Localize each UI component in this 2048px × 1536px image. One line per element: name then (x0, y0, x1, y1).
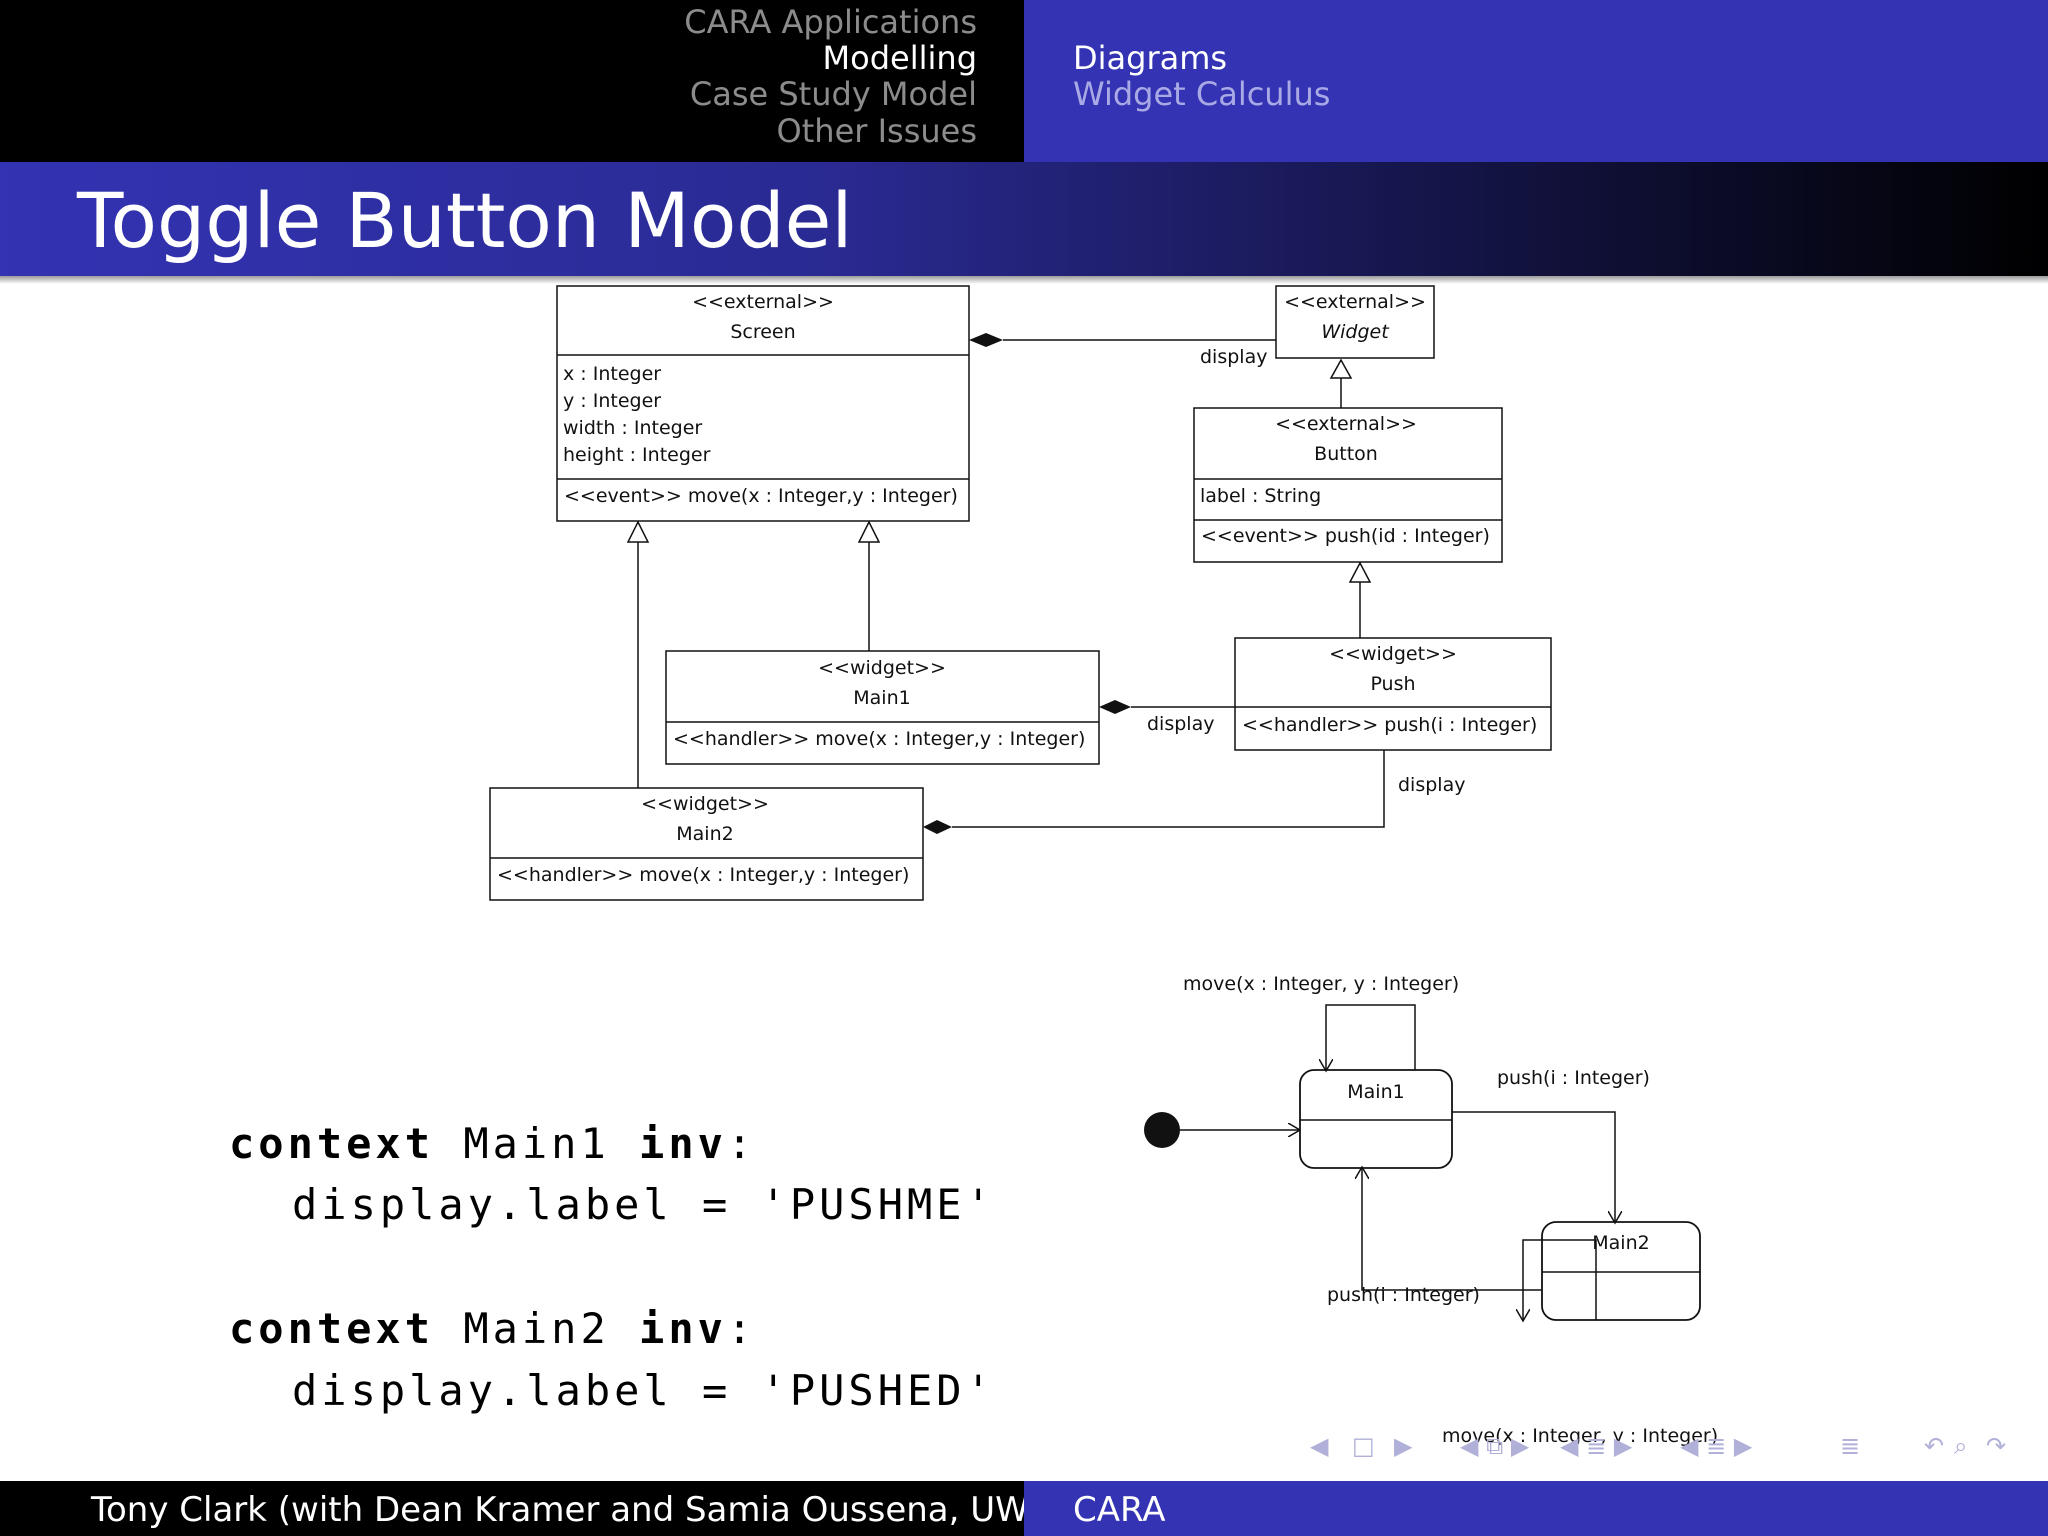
nav-next-icon[interactable]: ▶ (1394, 1432, 1413, 1460)
screen-attr: height : Integer (563, 444, 711, 466)
main2-name: Main2 (676, 823, 733, 845)
ocl-context-line: context Main1 inv: (229, 1119, 757, 1168)
nav-section-other-issues[interactable]: Other Issues (776, 112, 977, 150)
main2-stereotype: <<widget>> (641, 793, 769, 815)
screen-name: Screen (730, 321, 795, 343)
main1-stereotype: <<widget>> (818, 657, 946, 679)
nav-section-case-study-model[interactable]: Case Study Model (689, 75, 977, 113)
nav-back-icon[interactable]: ↶ (1924, 1432, 1945, 1460)
transition-label: push(i : Integer) (1327, 1284, 1480, 1306)
class-push: <<widget>> Push <<handler>> push(i : Int… (1234, 637, 1552, 751)
ocl-context-line: context Main2 inv: (229, 1304, 757, 1353)
assoc-label-display: display (1147, 713, 1214, 735)
uml-diagrams: <<external>> Screen x : Integer y : Inte… (489, 285, 1718, 1447)
push-operation: <<handler>> push(i : Integer) (1242, 714, 1537, 736)
nav-prev-icon[interactable]: ◀ (1310, 1432, 1329, 1460)
button-stereotype: <<external>> (1275, 413, 1417, 435)
footer-short-title: CARA (1073, 1490, 1166, 1530)
state-main2-name: Main2 (1592, 1232, 1649, 1254)
footer-author: Tony Clark (with Dean Kramer and Samia O… (91, 1490, 1061, 1530)
button-attr: label : String (1200, 485, 1321, 507)
screen-attr: y : Integer (563, 390, 661, 412)
initial-state-dot (1144, 1112, 1180, 1148)
nav-subsection-widget-calculus[interactable]: Widget Calculus (1073, 75, 1331, 113)
nav-outline-icon[interactable]: ◀ ≣ ▶ (1680, 1432, 1753, 1460)
nav-section-modelling[interactable]: Modelling (822, 39, 977, 77)
footer-title-bar: CARA (1024, 1481, 2048, 1536)
push-name: Push (1370, 673, 1415, 695)
screen-attr: width : Integer (563, 417, 702, 439)
screen-stereotype: <<external>> (692, 291, 834, 313)
class-screen: <<external>> Screen x : Integer y : Inte… (556, 285, 970, 522)
footer-author-bar: Tony Clark (with Dean Kramer and Samia O… (0, 1481, 1061, 1536)
screen-operation: <<event>> move(x : Integer,y : Integer) (564, 485, 958, 507)
header-subsections: Diagrams Widget Calculus (1024, 0, 2048, 162)
association-lines (637, 339, 1385, 828)
title-bar: Toggle Button Model (0, 162, 2048, 276)
nav-forward-icon[interactable]: ↷ (1986, 1432, 2007, 1460)
title-bar-shadow (0, 276, 2048, 284)
state-main1: Main1 (1299, 1069, 1453, 1169)
nav-search-icon[interactable]: ⌕ (1954, 1432, 1968, 1460)
ocl-invariant-body: display.label = 'PUSHED' (292, 1366, 995, 1415)
transition-label: move(x : Integer, y : Integer) (1183, 973, 1459, 995)
class-main1: <<widget>> Main1 <<handler>> move(x : In… (665, 650, 1100, 765)
generalization-arrows (626, 358, 1372, 583)
push-stereotype: <<widget>> (1329, 643, 1457, 665)
screen-attr: x : Integer (563, 363, 661, 385)
button-name: Button (1314, 443, 1378, 465)
widget-stereotype: <<external>> (1284, 291, 1426, 313)
nav-subsection-diagrams[interactable]: Diagrams (1073, 39, 1228, 77)
main1-operation: <<handler>> move(x : Integer,y : Integer… (673, 728, 1085, 750)
main2-operation: <<handler>> move(x : Integer,y : Integer… (497, 864, 909, 886)
nav-subsection-icon[interactable]: ◀ ≣ ▶ (1560, 1432, 1633, 1460)
widget-name: Widget (1321, 321, 1390, 343)
ocl-invariant-body: display.label = 'PUSHME' (292, 1180, 995, 1229)
button-operation: <<event>> push(id : Integer) (1201, 525, 1490, 547)
assoc-label-display: display (1398, 774, 1465, 796)
nav-section-cara-applications[interactable]: CARA Applications (684, 3, 977, 41)
nav-frame-icon[interactable]: □ (1352, 1432, 1375, 1460)
transition-label: move(x : Integer, y : Integer) (1442, 1425, 1718, 1447)
nav-section-icon[interactable]: ◀ ⧉ ▶ (1460, 1432, 1530, 1460)
state-main2: Main2 (1541, 1221, 1701, 1321)
beamer-navigation: ◀ □ ▶ ◀ ⧉ ▶ ◀ ≣ ▶ ◀ ≣ ▶ ≣ ↶ ⌕ ↷ (1310, 1432, 2030, 1466)
nav-toc-icon[interactable]: ≣ (1840, 1432, 1861, 1460)
header-sections: CARA Applications Modelling Case Study M… (0, 0, 1024, 162)
class-button: <<external>> Button label : String <<eve… (1193, 407, 1503, 563)
slide-title: Toggle Button Model (77, 176, 853, 265)
transition-label: push(i : Integer) (1497, 1067, 1650, 1089)
main1-name: Main1 (853, 687, 910, 709)
state-diagram: Main1 Main2 move(x : Integer, y : Intege… (1144, 973, 1718, 1447)
state-main1-name: Main1 (1347, 1081, 1404, 1103)
assoc-label-display: display (1200, 346, 1267, 368)
class-main2: <<widget>> Main2 <<handler>> move(x : In… (489, 787, 924, 901)
composition-diamonds (923, 333, 1131, 834)
class-widget: <<external>> Widget (1275, 285, 1435, 359)
